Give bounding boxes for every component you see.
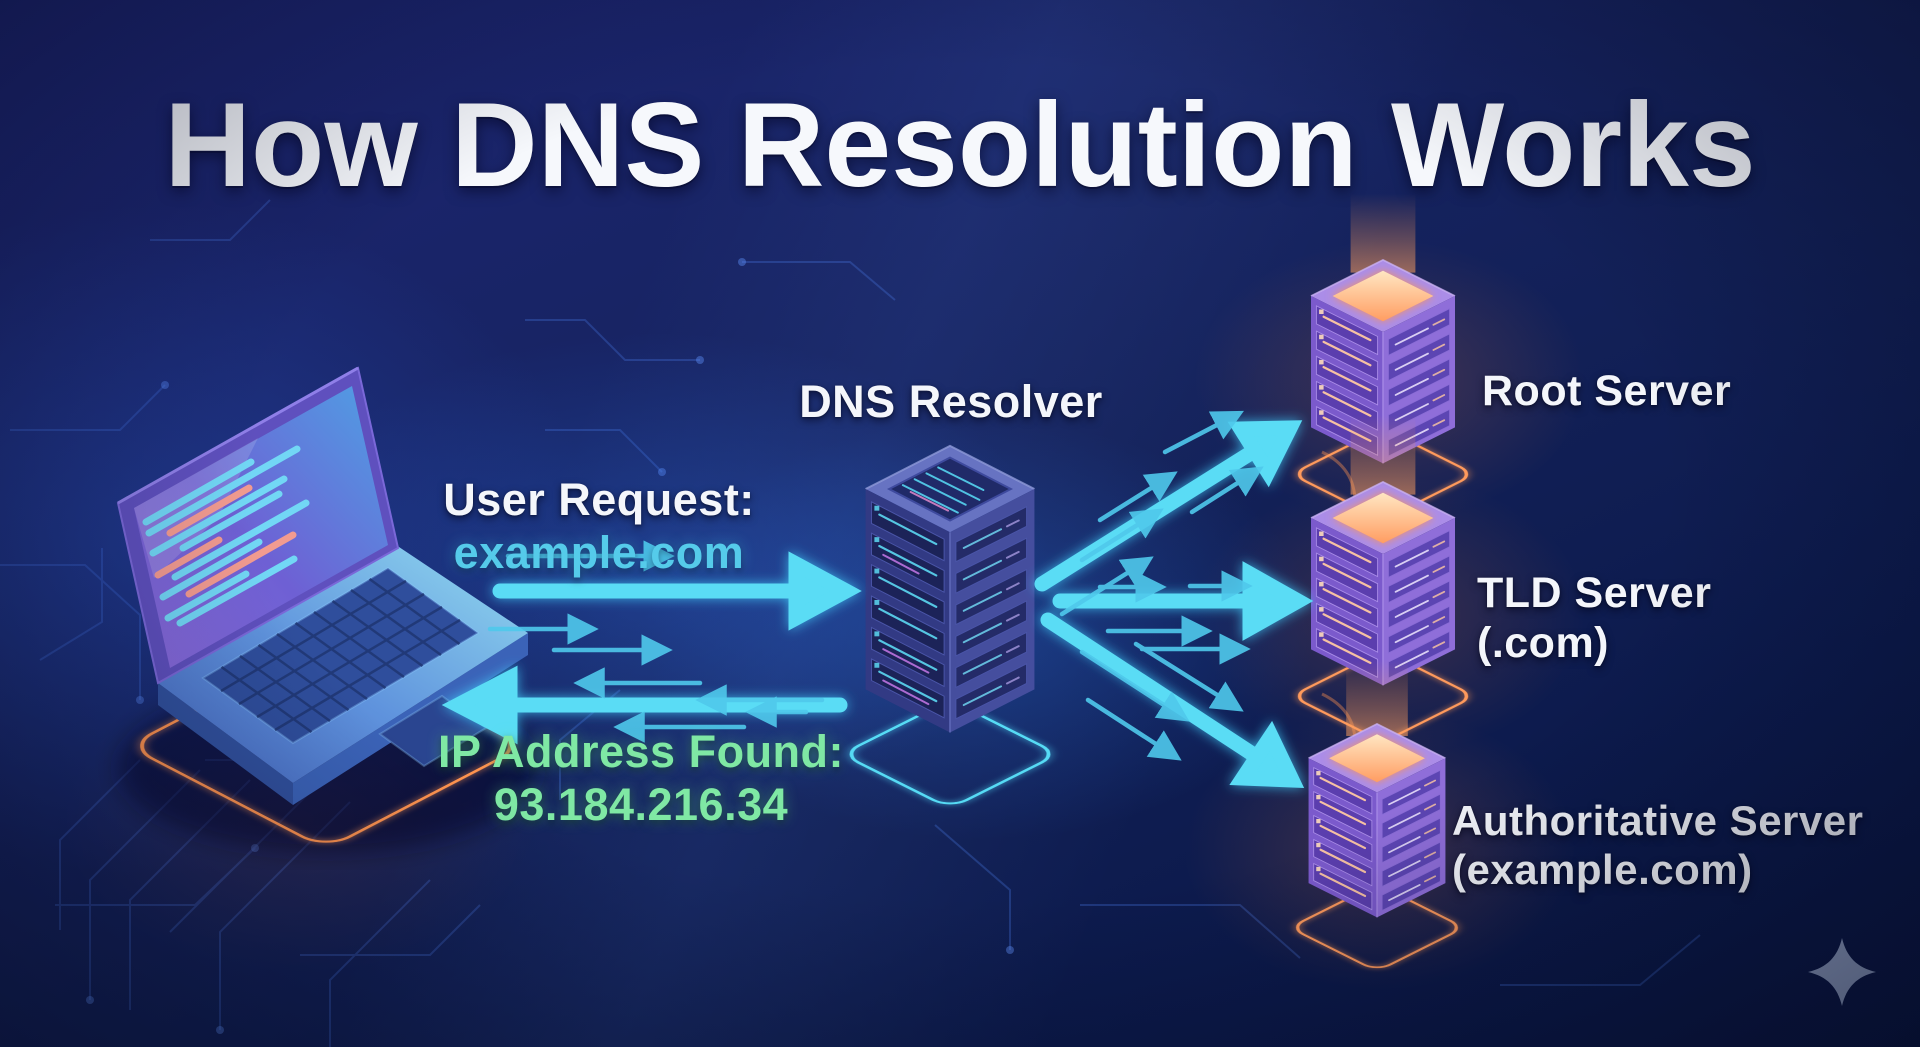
ip-found-caption: IP Address Found: (437, 726, 845, 777)
authoritative-server-label: Authoritative Server (example.com) (1452, 796, 1863, 894)
sparkle-icon (1808, 938, 1876, 1006)
user-request-domain: example.com (453, 526, 745, 578)
tld-server-subtext: (.com) (1477, 619, 1609, 668)
tld-server-text: TLD Server (1477, 569, 1712, 617)
user-request-caption: User Request: (443, 474, 755, 525)
resolver-to-tld-arrow (1052, 561, 1314, 641)
response-arrow (441, 665, 848, 745)
page-title: How DNS Resolution Works (164, 78, 1756, 212)
ip-found-value: 93.184.216.34 (493, 778, 789, 830)
user-request-label: User Request: example.com (443, 474, 755, 579)
authoritative-server-subtext: (example.com) (1452, 846, 1753, 894)
resolver-to-authoritative-arrow (1040, 612, 1305, 789)
authoritative-server-text: Authoritative Server (1452, 797, 1864, 844)
dns-resolver-label: DNS Resolver (799, 376, 1103, 429)
ip-found-label: IP Address Found: 93.184.216.34 (438, 726, 844, 831)
root-server-text: Root Server (1482, 367, 1732, 415)
dns-resolver-text: DNS Resolver (799, 376, 1103, 427)
root-server-label: Root Server (1482, 366, 1731, 416)
tld-server-label: TLD Server (.com) (1477, 568, 1711, 669)
